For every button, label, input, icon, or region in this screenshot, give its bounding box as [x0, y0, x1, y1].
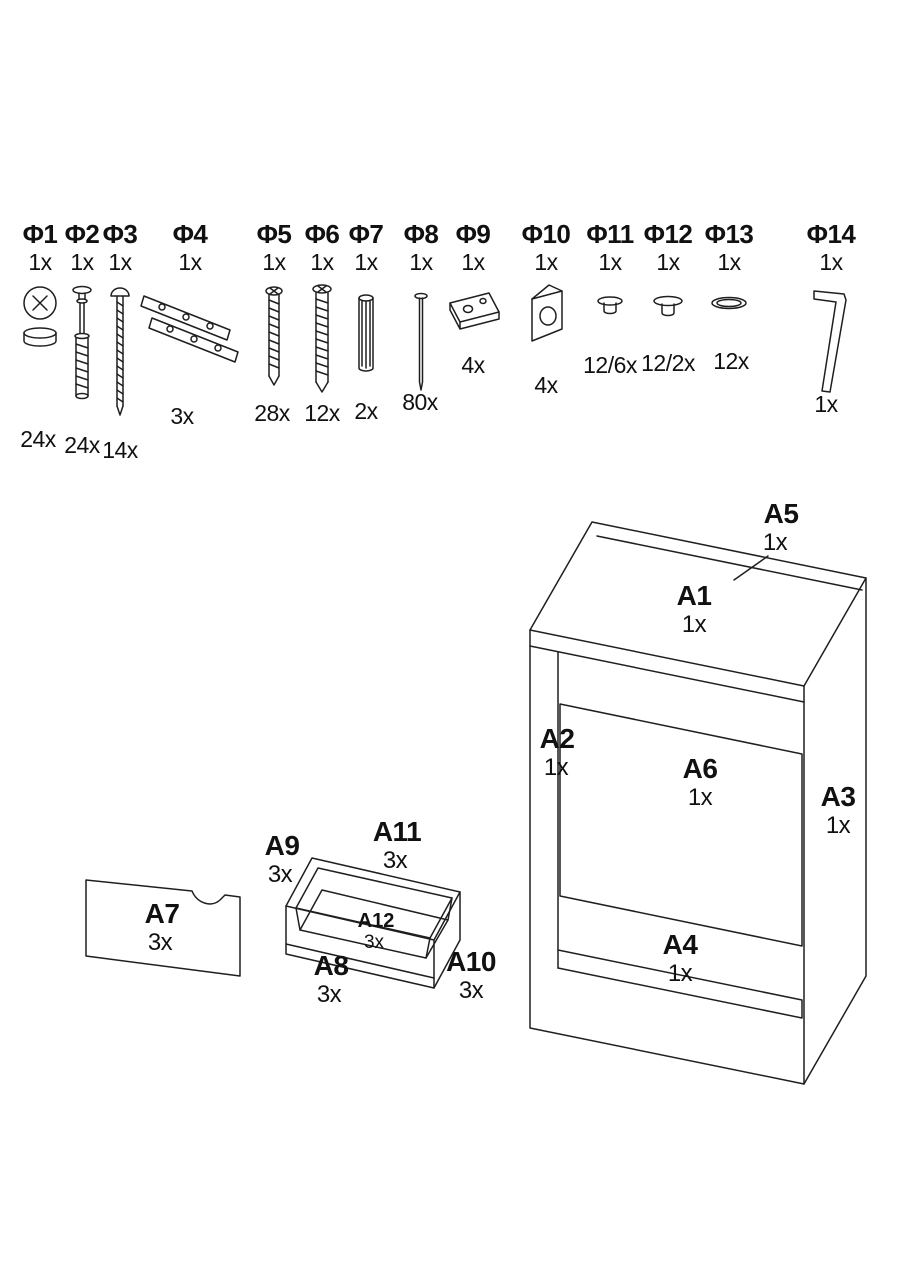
- panel-qty: 3x: [459, 977, 484, 1004]
- panel-label: A10: [446, 946, 496, 977]
- drawer-front-panel-drawing: A7 3x: [85, 879, 241, 977]
- panel-qty: 1x: [682, 611, 707, 638]
- pack-qty: 1x: [461, 249, 485, 275]
- total-qty: 12/6x: [583, 352, 638, 378]
- pack-qty: 1x: [656, 249, 680, 275]
- hardware-item-phi14: Φ14 1x 1x: [807, 219, 857, 417]
- allen-key-icon: [813, 290, 847, 393]
- hardware-item-phi9: Φ9 1x 4x: [449, 219, 500, 378]
- part-id: Φ7: [349, 219, 384, 249]
- drawer-slide-rails-icon: [140, 295, 239, 363]
- wood-screw-icon: [265, 286, 283, 386]
- pack-qty: 1x: [310, 249, 334, 275]
- total-qty: 3x: [170, 403, 194, 429]
- hardware-item-phi11: Φ11 1x 12/6x: [583, 219, 638, 378]
- total-qty: 24x: [64, 432, 101, 458]
- pack-qty: 1x: [354, 249, 378, 275]
- panel-qty: 1x: [763, 529, 788, 556]
- cabinet-drawing: A5 1x A1 1x A2 1x A6 1x A3 1x A4 1x: [529, 498, 867, 1085]
- panel-label: A7: [145, 898, 180, 929]
- panel-qty: 1x: [544, 754, 569, 781]
- panel-label: A12: [358, 910, 395, 932]
- hardware-item-phi6: Φ6 1x 12x: [304, 219, 341, 426]
- part-id: Φ5: [257, 219, 292, 249]
- pack-qty: 1x: [178, 249, 202, 275]
- pack-qty: 1x: [262, 249, 286, 275]
- total-qty: 2x: [354, 398, 378, 424]
- cover-cap-small-icon: [597, 296, 623, 315]
- panel-qty: 1x: [688, 784, 713, 811]
- part-id: Φ12: [644, 219, 693, 249]
- pack-qty: 1x: [108, 249, 132, 275]
- panel-label: A3: [821, 781, 856, 812]
- cover-cap-icon: [653, 295, 683, 317]
- total-qty: 12/2x: [641, 350, 696, 376]
- part-id: Φ14: [807, 219, 857, 249]
- corner-bracket-icon: [531, 284, 563, 342]
- part-id: Φ10: [522, 219, 571, 249]
- part-id: Φ2: [65, 219, 100, 249]
- total-qty: 4x: [534, 372, 558, 398]
- part-id: Φ13: [705, 219, 754, 249]
- hardware-item-phi4: Φ4 1x 3x: [140, 219, 239, 429]
- hardware-item-phi12: Φ12 1x 12/2x: [641, 219, 696, 376]
- cover-cap-flat-icon: [711, 296, 747, 310]
- panel-label: A4: [663, 929, 699, 960]
- total-qty: 14x: [102, 437, 139, 463]
- panel-qty: 3x: [383, 847, 408, 874]
- total-qty: 28x: [254, 400, 291, 426]
- hardware-item-phi3: Φ3 1x 14x: [102, 219, 139, 463]
- panel-label: A8: [314, 950, 349, 981]
- nail-icon: [414, 292, 428, 391]
- pack-qty: 1x: [28, 249, 52, 275]
- pack-qty: 1x: [409, 249, 433, 275]
- panel-label: A6: [683, 753, 718, 784]
- wood-screw-large-icon: [312, 284, 332, 393]
- part-id: Φ11: [586, 219, 633, 249]
- total-qty: 1x: [814, 391, 838, 417]
- part-id: Φ6: [305, 219, 340, 249]
- cam-bolt-icon: [72, 285, 92, 400]
- hardware-item-phi13: Φ13 1x 12x: [705, 219, 754, 374]
- hardware-item-phi7: Φ7 1x 2x: [349, 219, 384, 424]
- pack-qty: 1x: [717, 249, 741, 275]
- total-qty: 12x: [713, 348, 750, 374]
- total-qty: 24x: [20, 426, 57, 452]
- panel-label: A2: [540, 723, 575, 754]
- panel-qty: 3x: [148, 929, 173, 956]
- hardware-item-phi5: Φ5 1x 28x: [254, 219, 292, 426]
- panel-qty: 3x: [268, 861, 293, 888]
- pack-qty: 1x: [534, 249, 558, 275]
- part-id: Φ8: [404, 219, 439, 249]
- mounting-plate-icon: [449, 292, 500, 330]
- pack-qty: 1x: [598, 249, 622, 275]
- panel-label: A1: [677, 580, 712, 611]
- panel-label: A5: [764, 498, 799, 529]
- pack-qty: 1x: [70, 249, 94, 275]
- panel-label: A9: [265, 830, 300, 861]
- panel-qty: 1x: [826, 812, 851, 839]
- part-id: Φ3: [103, 219, 138, 249]
- part-id: Φ4: [173, 219, 209, 249]
- total-qty: 4x: [461, 352, 485, 378]
- hardware-item-phi1: Φ1 1x 24x: [20, 219, 58, 452]
- panel-qty: 3x: [317, 981, 342, 1008]
- part-id: Φ9: [456, 219, 491, 249]
- panel-label: A11: [373, 816, 421, 847]
- hardware-item-phi2: Φ2 1x 24x: [64, 219, 101, 458]
- hardware-item-phi10: Φ10 1x 4x: [522, 219, 571, 398]
- total-qty: 80x: [402, 389, 439, 415]
- long-screw-icon: [110, 287, 130, 416]
- hardware-item-phi8: Φ8 1x 80x: [402, 219, 439, 415]
- panel-qty: 3x: [364, 932, 385, 953]
- total-qty: 12x: [304, 400, 341, 426]
- part-id: Φ1: [23, 219, 58, 249]
- drawer-box-drawing: A9 3x A11 3x A12 3x A8 3x A10 3x: [265, 816, 497, 1008]
- panel-qty: 1x: [668, 960, 693, 987]
- pack-qty: 1x: [819, 249, 843, 275]
- wooden-dowel-icon: [358, 294, 374, 372]
- cam-lock-icon: [23, 286, 57, 347]
